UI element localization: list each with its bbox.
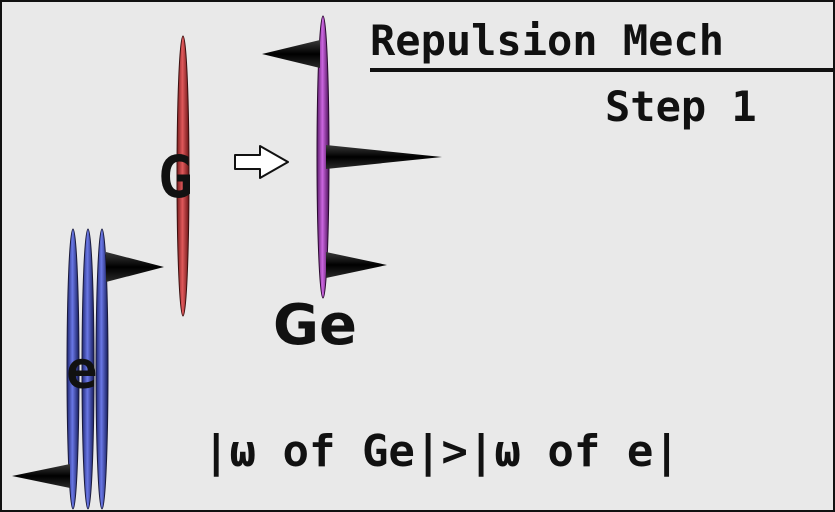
- ge-label: Ge: [273, 298, 357, 354]
- title-underline: [370, 68, 835, 72]
- diagram-title: Repulsion Mech: [370, 20, 724, 62]
- step-label: Step 1: [605, 86, 757, 128]
- g-label: G: [158, 148, 193, 206]
- e-spike-left: [12, 464, 70, 488]
- e-spike-right: [106, 252, 164, 282]
- right-arrow-outline-icon: [235, 146, 288, 178]
- ge-spike-top-left: [262, 40, 320, 68]
- omega-comparison-formula: |ω of Ge|>|ω of e|: [203, 430, 680, 474]
- ge-spike-middle-right: [326, 145, 442, 169]
- ge-spike-bottom-right: [326, 252, 387, 278]
- e-label: e: [66, 345, 97, 397]
